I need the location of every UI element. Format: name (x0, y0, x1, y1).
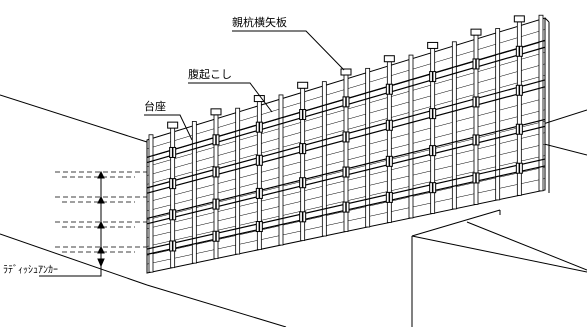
label-radial-anchor: ﾗﾃﾞｨｯｼｭｱﾝｶｰ (3, 265, 58, 276)
label-haraokoshi: 腹起こし (188, 68, 232, 81)
pile-cap-bracket (297, 81, 309, 89)
leader-haraokoshi (188, 82, 273, 113)
wall-base-line (146, 284, 287, 327)
soldier-pile (321, 81, 327, 237)
label-leaders (39, 30, 345, 277)
wall-body (146, 14, 550, 274)
leader-daiza (144, 114, 193, 141)
soldier-pile (148, 134, 154, 273)
wall-side-edge (544, 17, 550, 23)
pile-cap-bracket (210, 108, 222, 116)
excavation-top-edge (411, 209, 501, 237)
soldier-pile (451, 41, 457, 210)
soldier-pile (365, 67, 371, 228)
soldier-pile (235, 107, 241, 255)
ground-line-upper-left (0, 94, 148, 143)
excavation-floor-edge (411, 235, 587, 273)
ground-line-right-b (466, 221, 587, 271)
label-daiza: 台座 (144, 100, 166, 113)
ground-line-lower-left (0, 233, 148, 286)
pile-cap-bracket (513, 15, 525, 23)
soldier-pile (538, 14, 544, 192)
pile-cap-bracket (427, 41, 439, 49)
pile-cap-bracket (340, 68, 352, 76)
leader-anchor (39, 250, 102, 277)
label-oyagui-yokoyaita: 親杭横矢板 (232, 16, 287, 29)
pile-cap-bracket (470, 28, 482, 36)
soldier-pile (191, 121, 197, 264)
pile-cap-bracket (167, 121, 179, 129)
anchor-dimensions (55, 170, 147, 268)
leader-oyagui (232, 30, 345, 71)
soldier-pile (408, 54, 414, 219)
pile-cap-bracket (383, 55, 395, 63)
soldier-pile (495, 28, 501, 201)
soldier-pile (278, 94, 284, 246)
